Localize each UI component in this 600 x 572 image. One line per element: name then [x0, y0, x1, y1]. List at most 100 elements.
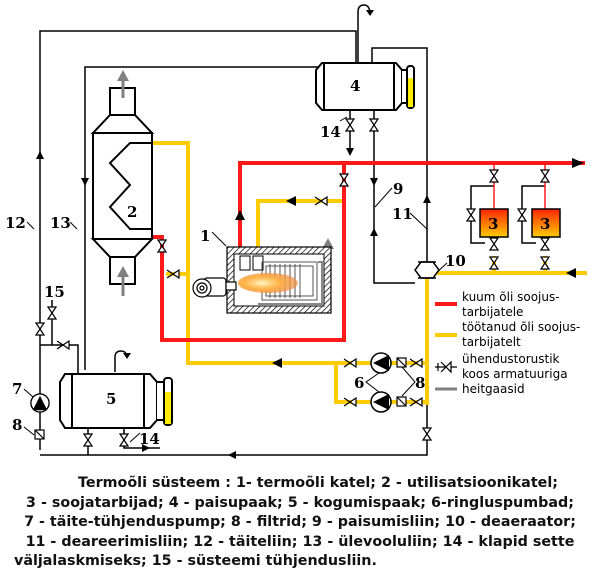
valve-consumer-a-bypass	[466, 208, 476, 222]
legend-valve-line2: koos armatuuriga	[462, 367, 568, 381]
label-14-bottom: 14	[139, 430, 160, 448]
valve-tank4-14	[345, 118, 355, 132]
arrow-down-drain14	[346, 148, 354, 156]
expansion-line-9	[373, 110, 415, 284]
waste-heat-boiler-2	[90, 87, 155, 285]
return-arrows	[272, 196, 576, 368]
leader-14-top	[339, 116, 348, 122]
arrow-up-line11	[423, 195, 431, 203]
leader-1	[211, 231, 227, 247]
valve-tank4-expansion	[369, 118, 379, 132]
caption-line-1: Termoõli süsteem : 1- termoõli katel; 2 …	[78, 475, 558, 491]
consumer-3a	[479, 208, 509, 238]
legend-gray-line1: heitgaasid	[462, 382, 525, 396]
label-15: 15	[44, 283, 65, 301]
valve-consumer-b-top	[540, 169, 550, 183]
valve-bottom-return	[422, 427, 432, 441]
arrow-left-boiler-return	[286, 196, 296, 206]
overflow-line-13	[84, 66, 318, 370]
valve-consumer-a-3way	[489, 237, 499, 251]
label-11: 11	[392, 205, 413, 223]
legend: kuum õli soojus- tarbijatele töötanud õl…	[435, 290, 580, 396]
fill-line-12	[39, 30, 357, 450]
valve-tank5-bottom	[83, 433, 93, 447]
valve-consumer-b-3way	[540, 237, 550, 251]
valve-hot-loop	[339, 173, 349, 187]
label-12: 12	[5, 214, 26, 232]
valve-consumer-a-bottom	[489, 256, 499, 270]
arrow-left-return-pumps	[272, 358, 282, 368]
leader-8-left	[23, 426, 35, 436]
caption-line-3: 7 - täite-tühjenduspump; 8 - filtrid; 9 …	[24, 514, 576, 530]
arrow-up-hot-boiler	[235, 210, 245, 220]
leader-8	[401, 366, 416, 397]
label-14-top: 14	[320, 123, 341, 141]
label-2: 2	[127, 203, 137, 221]
legend-valve-line1: ühendustorustik	[462, 352, 560, 366]
valve-drain-15	[47, 306, 57, 320]
return-to-boiler	[256, 182, 346, 250]
caption-line-5: väljalaskmiseks; 15 - süsteemi tühjendus…	[14, 553, 377, 569]
valve-consumer-b-bottom	[540, 256, 550, 270]
deaerator-10	[414, 261, 440, 279]
leader-14-bottom	[129, 432, 141, 443]
valve-whb-hot	[157, 239, 167, 253]
filter-8-right-b	[396, 396, 407, 407]
deaeration-line-11	[371, 47, 428, 262]
arrow-right-hot-main	[572, 158, 584, 168]
filter-8-right-a	[396, 357, 407, 368]
fill-drain-pump-7	[30, 393, 50, 413]
thermal-oil-boiler-1	[192, 246, 332, 314]
label-8-left: 8	[12, 416, 22, 434]
label-8-right: 8	[415, 374, 425, 392]
leader-13	[69, 221, 78, 230]
arrow-down-line13	[81, 178, 89, 186]
label-3a: 3	[488, 215, 498, 233]
tank4-vent-pipe	[357, 4, 371, 62]
hot-main	[238, 161, 585, 250]
circulation-pump-b	[370, 391, 392, 413]
leader-6	[365, 372, 380, 393]
label-6: 6	[354, 374, 364, 392]
arrow-right-drain	[142, 444, 150, 452]
bottom-return-line	[40, 405, 428, 456]
label-10: 10	[445, 252, 466, 270]
legend-red-line2: tarbijatele	[462, 305, 523, 319]
tank4-sight-glass	[408, 78, 413, 107]
filter-8-left	[34, 429, 45, 440]
legend-valve-swatch	[435, 360, 457, 374]
arrow-up-line9	[370, 228, 378, 236]
filters	[34, 357, 407, 440]
label-7: 7	[12, 380, 22, 398]
valve-tank5-14	[119, 433, 129, 447]
label-9: 9	[393, 180, 403, 198]
legend-yellow-line2: tarbijatelt	[462, 335, 521, 349]
storage-tank-5	[59, 373, 173, 429]
legend-yellow-line1: töötanud õli soojus-	[462, 320, 580, 334]
hot-loop-whb	[152, 163, 346, 342]
tank5-sight-glass	[165, 392, 171, 424]
arrow-vent-tank4	[366, 10, 374, 16]
valve-fill-line	[35, 322, 45, 336]
label-5: 5	[106, 390, 116, 408]
hot-arrows	[235, 158, 584, 220]
return-to-whb	[152, 141, 336, 365]
label-leaders	[23, 116, 448, 443]
leader-9	[374, 187, 393, 208]
label-3b: 3	[540, 215, 550, 233]
consumer-3b	[531, 208, 561, 238]
caption-line-2: 3 - soojatarbijad; 4 - paisupaak; 5 - ko…	[26, 494, 574, 511]
heat-consumers	[479, 208, 561, 238]
pump7-branch	[40, 344, 79, 374]
burner	[192, 277, 237, 298]
arrow-vent-tank5	[123, 353, 131, 359]
valve-consumer-b-bypass	[517, 208, 527, 222]
leader-12	[26, 221, 35, 230]
circulation-pump-a	[370, 352, 392, 374]
flame	[238, 273, 298, 293]
label-1: 1	[200, 227, 210, 245]
component-labels: 1 2 3 3 4 5 6 7 8 8 9 10 11 12 13 14 14 …	[5, 77, 550, 448]
leader-7	[23, 388, 34, 398]
arrow-left-bottom-return	[228, 451, 236, 459]
